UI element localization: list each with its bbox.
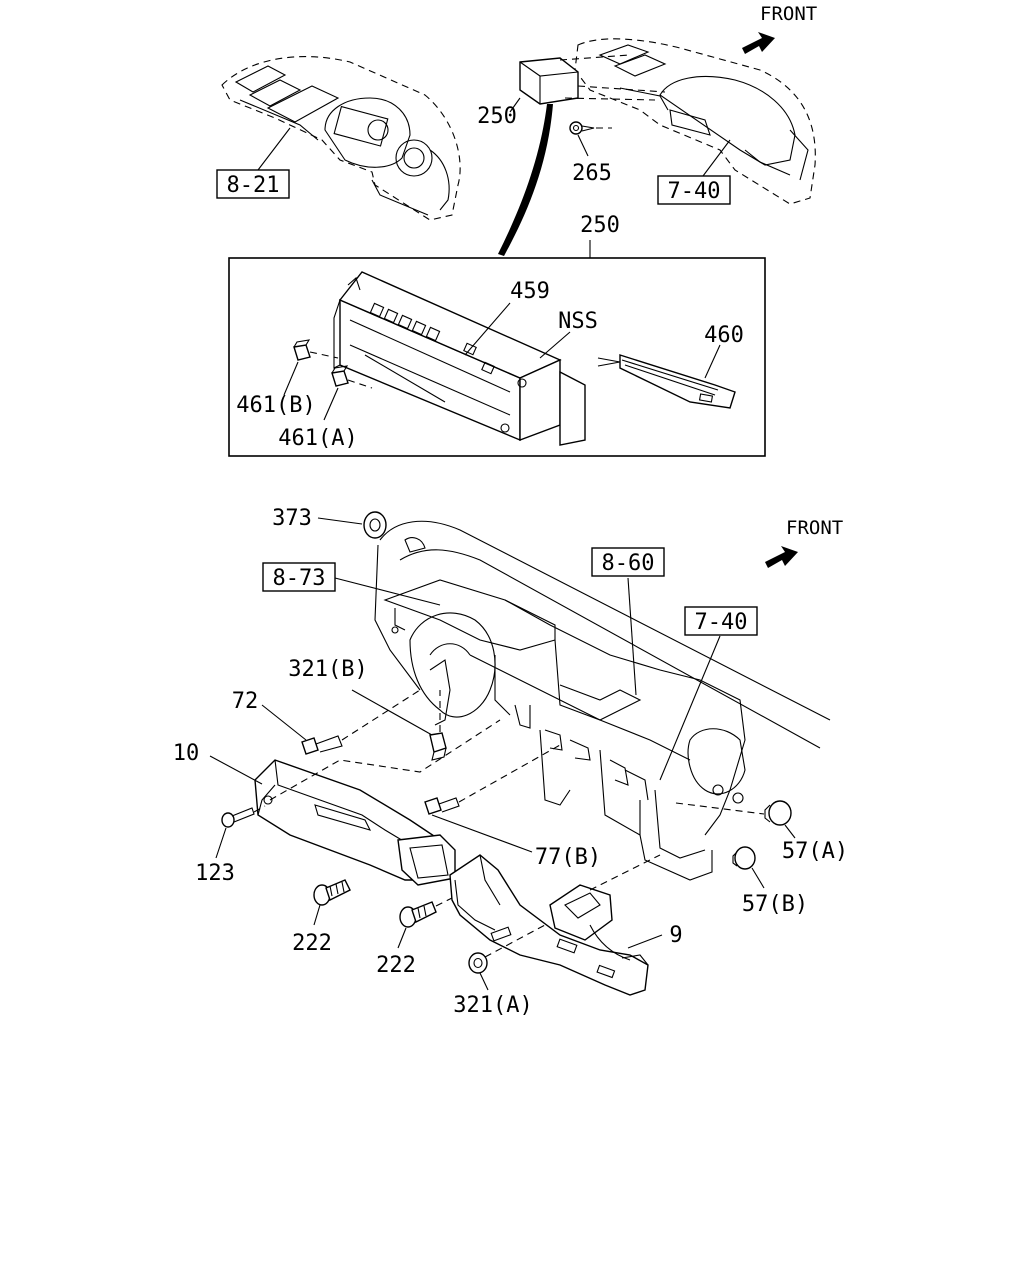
top-view: FRONT 8-21 <box>216 3 817 256</box>
knob-461b-icon <box>293 339 339 361</box>
ref-label-8-21: 8-21 <box>227 173 280 198</box>
callout-321b: 321(B) <box>288 657 367 682</box>
ref-label-7-40-top: 7-40 <box>668 179 721 204</box>
callout-10: 10 <box>173 741 200 766</box>
bottom-view: FRONT <box>173 506 848 1018</box>
nut-321b-icon <box>429 690 447 761</box>
callout-250-top: 250 <box>477 104 517 129</box>
plug-57a-icon <box>675 800 792 826</box>
ref-label-7-40-bottom: 7-40 <box>695 610 748 635</box>
detail-box-title: 250 <box>580 213 620 238</box>
detail-box-250: 250 459 NSS <box>228 213 766 457</box>
callout-72: 72 <box>232 689 259 714</box>
ref-label-8-73: 8-73 <box>273 566 326 591</box>
callout-265: 265 <box>572 161 612 186</box>
bolt-72-icon <box>301 689 421 755</box>
callout-77b: 77(B) <box>535 845 601 870</box>
ref-box-7-40-top <box>657 175 731 205</box>
nut-321a-icon <box>468 924 546 974</box>
callout-461a: 461(A) <box>278 426 357 451</box>
plug-57b-icon <box>732 846 756 870</box>
duct-10-illustration <box>254 719 501 886</box>
bezel-250-illustration <box>519 54 666 105</box>
dashboard-frame-illustration <box>374 520 831 881</box>
dashboard-right-illustration <box>574 38 816 205</box>
front-label-top: FRONT <box>760 3 817 25</box>
callout-373: 373 <box>272 506 312 531</box>
grommet-373-icon <box>363 511 387 539</box>
callout-222-left: 222 <box>292 931 332 956</box>
clip-222-left-icon <box>313 879 351 906</box>
callout-57a: 57(A) <box>782 839 848 864</box>
callout-222-right: 222 <box>376 953 416 978</box>
bolt-77b-icon <box>424 744 561 815</box>
ref-box-7-40-bottom <box>684 606 758 636</box>
front-label-bottom: FRONT <box>786 517 843 539</box>
detail-leader-arrow <box>498 104 553 256</box>
ref-box-8-73 <box>262 562 336 592</box>
front-arrow-icon <box>765 546 798 568</box>
front-arrow-icon <box>742 32 775 54</box>
callout-57b: 57(B) <box>742 892 808 917</box>
dashboard-left-illustration <box>221 56 461 221</box>
ref-label-8-60: 8-60 <box>602 551 655 576</box>
ref-box-8-21 <box>216 169 290 199</box>
callout-321a: 321(A) <box>453 993 532 1018</box>
detail-box-frame <box>228 257 766 457</box>
clip-222-right-icon <box>399 897 453 928</box>
screw-265-icon <box>569 121 612 135</box>
ref-box-8-60 <box>591 547 665 577</box>
connector-460-illustration <box>597 354 736 409</box>
callout-461b: 461(B) <box>236 393 315 418</box>
control-unit-459-illustration <box>333 271 586 446</box>
callout-460: 460 <box>704 323 744 348</box>
callout-9: 9 <box>669 923 682 948</box>
screw-123-icon <box>221 805 266 828</box>
callout-123: 123 <box>195 861 235 886</box>
callout-nss: NSS <box>558 309 598 334</box>
callout-459: 459 <box>510 279 550 304</box>
knob-461a-icon <box>331 365 373 389</box>
duct-9-illustration <box>449 854 661 996</box>
